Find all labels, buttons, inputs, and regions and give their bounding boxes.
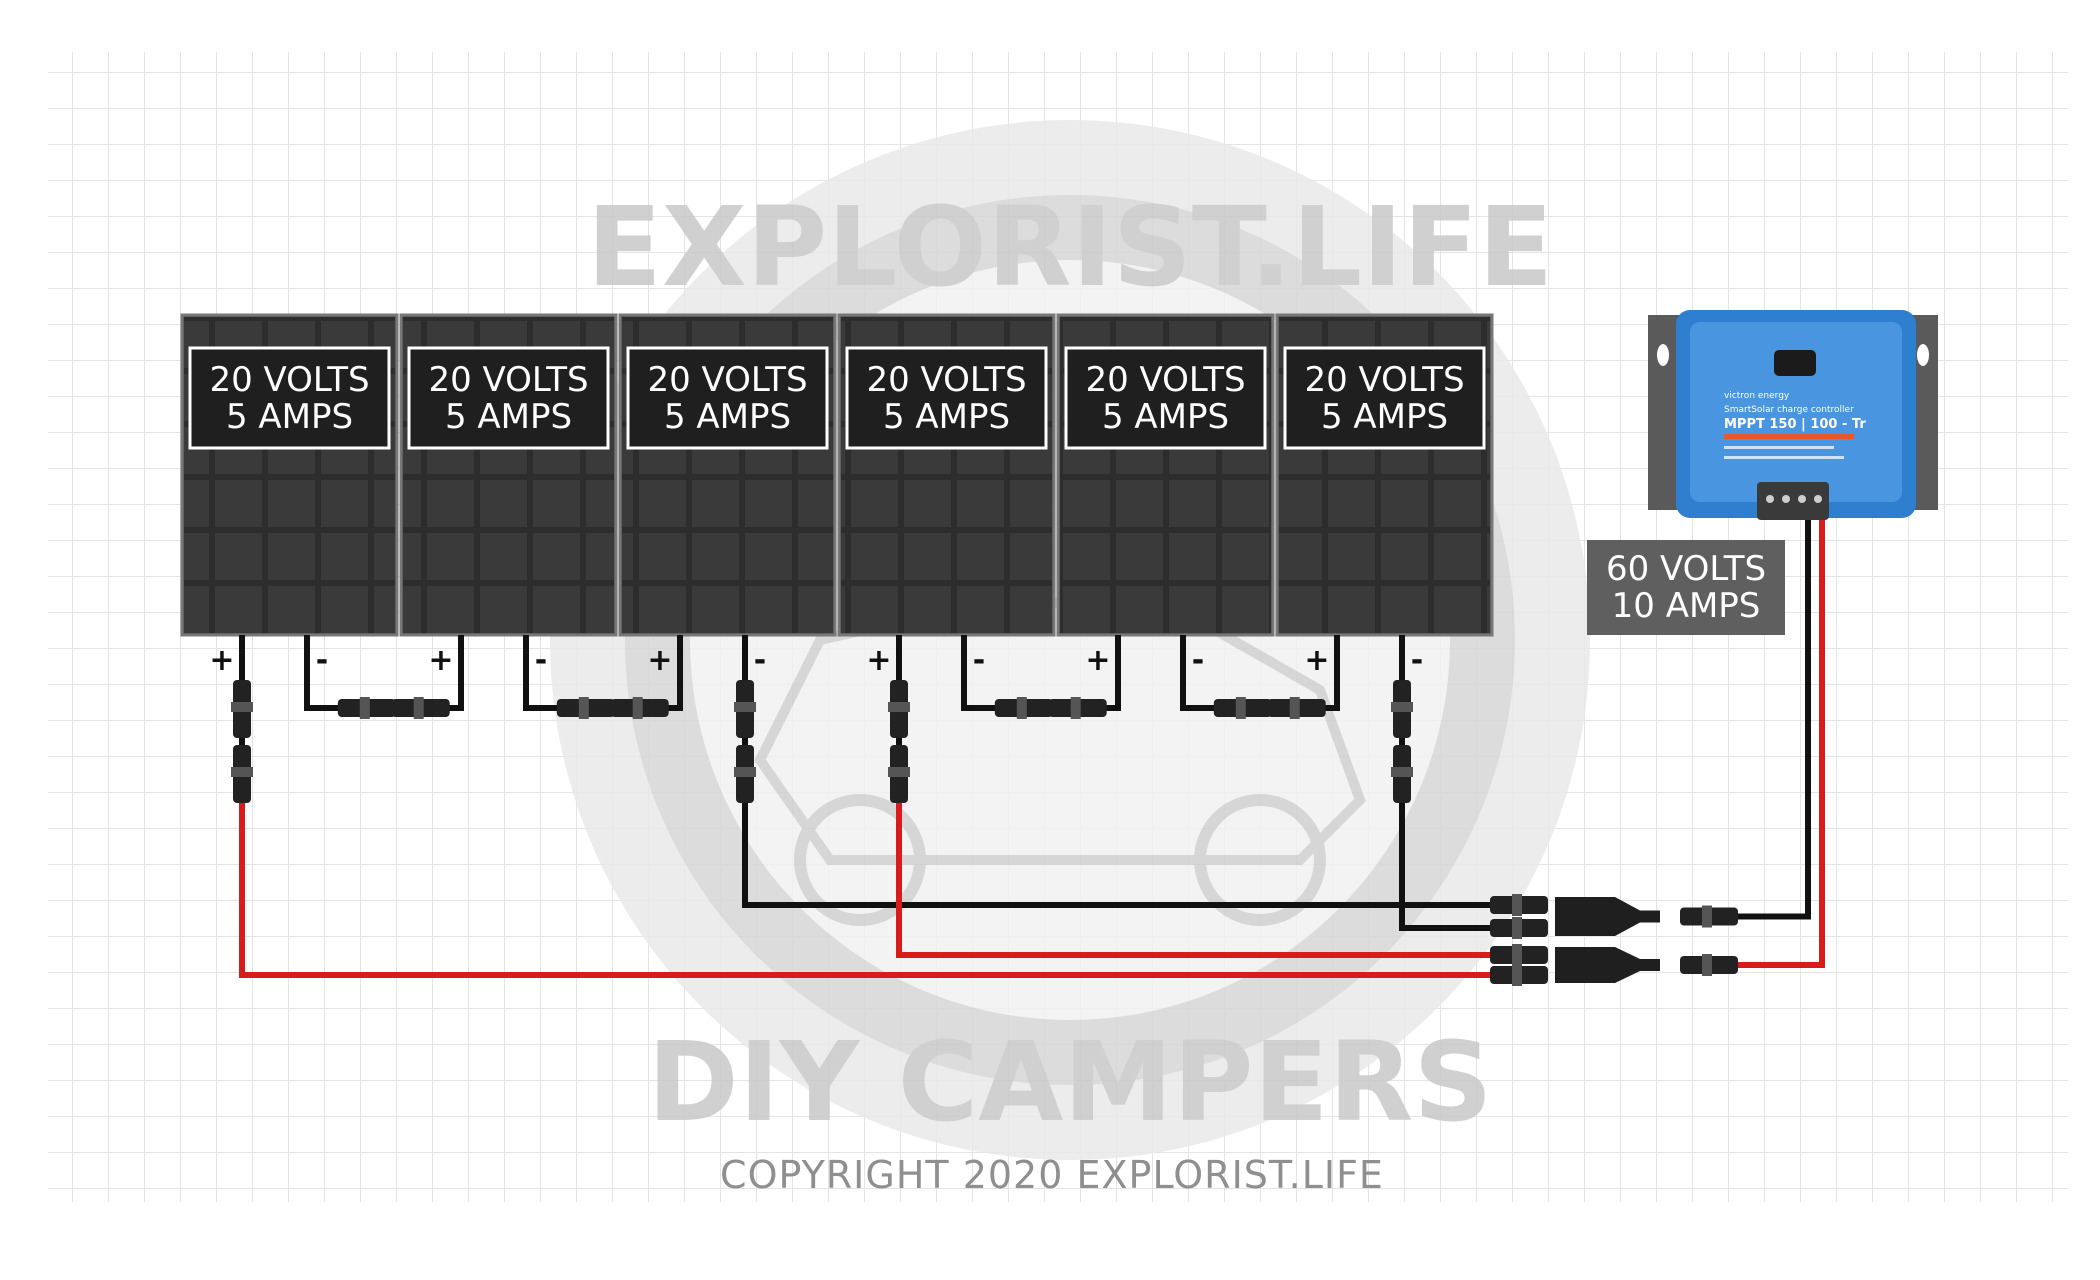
mc4-connector-grip xyxy=(888,767,910,777)
positive-terminal-label: + xyxy=(1085,643,1110,678)
branch-connector-grip xyxy=(1512,964,1522,986)
negative-branch-combiner xyxy=(1555,897,1660,936)
mc4-connector-grip xyxy=(578,697,589,719)
panel-volts-label: 20 VOLTS xyxy=(209,360,369,400)
positive-wire-string-1 xyxy=(239,760,1490,978)
mc4-connector-grip xyxy=(888,702,910,712)
negative-terminal-label: - xyxy=(535,643,547,678)
mc4-connector-grip xyxy=(1391,702,1413,712)
panel-volts-label: 20 VOLTS xyxy=(647,360,807,400)
output-amps: 10 AMPS xyxy=(1612,586,1761,626)
mc4-connector-grip xyxy=(413,697,424,719)
mc4-connector-grip xyxy=(231,767,253,777)
branch-connector-grip xyxy=(1512,917,1522,939)
controller-product-line: SmartSolar charge controller xyxy=(1724,405,1854,415)
positive-trunk-wire xyxy=(1738,515,1825,968)
controller-brand: victron energy xyxy=(1724,391,1790,401)
watermark-top-text: EXPLORIST.LIFE xyxy=(587,183,1554,311)
mc4-connector-grip xyxy=(1016,697,1027,719)
mc4-connector-grip xyxy=(359,697,370,719)
panel-label-box xyxy=(1064,346,1267,450)
watermark-logo: EXPLORIST.LIFE DIY CAMPERS xyxy=(550,120,1590,1160)
mc4-connector-grip xyxy=(1235,697,1246,719)
branch-connector-grip xyxy=(1512,894,1522,916)
panel-amps-label: 5 AMPS xyxy=(226,397,353,437)
panel-amps-label: 5 AMPS xyxy=(445,397,572,437)
negative-terminal-label: - xyxy=(1192,643,1204,678)
panel-volts-label: 20 VOLTS xyxy=(866,360,1026,400)
negative-terminal-label: - xyxy=(316,643,328,678)
panel-label-box xyxy=(407,346,610,450)
trunk-connector-grip xyxy=(1702,905,1712,928)
panel-label-box xyxy=(188,346,391,450)
mc4-connector-grip xyxy=(1391,767,1413,777)
positive-terminal-label: + xyxy=(647,643,672,678)
panel-volts-label: 20 VOLTS xyxy=(1085,360,1245,400)
mc4-connector-grip xyxy=(1070,697,1081,719)
output-rating-box: 60 VOLTS 10 AMPS xyxy=(1587,540,1785,635)
panel-amps-label: 5 AMPS xyxy=(1102,397,1229,437)
panel-label-box xyxy=(845,346,1048,450)
panel-amps-label: 5 AMPS xyxy=(664,397,791,437)
positive-wire-string-2 xyxy=(896,760,1490,958)
charge-controller: victron energy SmartSolar charge control… xyxy=(1648,310,1938,520)
mc4-connector-grip xyxy=(734,767,756,777)
panel-amps-label: 5 AMPS xyxy=(883,397,1010,437)
controller-terminals xyxy=(1757,482,1829,520)
mc4-connector-grip xyxy=(734,702,756,712)
panel-volts-label: 20 VOLTS xyxy=(428,360,588,400)
mc4-connector-grip xyxy=(231,702,253,712)
copyright-text: COPYRIGHT 2020 EXPLORIST.LIFE xyxy=(720,1153,1384,1197)
negative-terminal-label: - xyxy=(973,643,985,678)
controller-display xyxy=(1774,350,1816,376)
negative-terminal-label: - xyxy=(1411,643,1423,678)
trunk-connector-grip xyxy=(1702,954,1712,976)
output-volts: 60 VOLTS xyxy=(1606,549,1766,589)
panel-label-box xyxy=(1283,346,1486,450)
branch-connector-grip xyxy=(1512,944,1522,966)
positive-terminal-label: + xyxy=(866,643,891,678)
panel-amps-label: 5 AMPS xyxy=(1321,397,1448,437)
panel-label-box xyxy=(626,346,829,450)
positive-branch-combiner xyxy=(1555,947,1660,983)
panel-volts-label: 20 VOLTS xyxy=(1304,360,1464,400)
positive-terminal-label: + xyxy=(428,643,453,678)
watermark-bottom-text: DIY CAMPERS xyxy=(647,1018,1492,1146)
controller-model: MPPT 150 | 100 - Tr xyxy=(1724,417,1866,432)
mc4-connector-grip xyxy=(1289,697,1300,719)
negative-trunk-wire xyxy=(1738,515,1811,920)
wires xyxy=(231,515,1825,986)
negative-terminal-label: - xyxy=(754,643,766,678)
mc4-connector-grip xyxy=(632,697,643,719)
positive-terminal-label: + xyxy=(209,643,234,678)
positive-terminal-label: + xyxy=(1304,643,1329,678)
